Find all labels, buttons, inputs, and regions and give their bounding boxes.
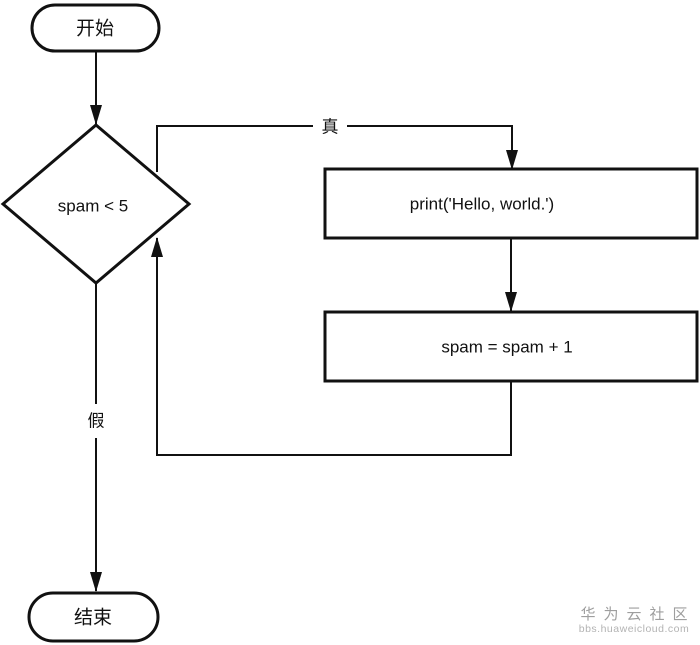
edge-increment-loopback-to-condition: [151, 237, 512, 456]
true-label-background: [313, 110, 347, 142]
increment-label: spam = spam + 1: [441, 338, 572, 357]
true-branch-label: 真: [322, 118, 339, 137]
false-label-background: [80, 404, 112, 438]
start-label: 开始: [76, 18, 114, 40]
increment-process-box: [323, 310, 699, 383]
condition-label: spam < 5: [58, 197, 128, 216]
condition-decision-diamond: [0, 123, 192, 285]
print-process-box: [323, 167, 699, 240]
watermark-title: 华为云社区: [580, 606, 695, 623]
print-label: print('Hello, world.'): [410, 195, 554, 214]
end-terminal-shape: [27, 591, 160, 643]
watermark-url: bbs.huaweicloud.com: [579, 623, 689, 635]
start-terminal-shape: [30, 3, 161, 53]
end-label: 结束: [74, 607, 112, 629]
false-branch-label: 假: [88, 412, 105, 431]
